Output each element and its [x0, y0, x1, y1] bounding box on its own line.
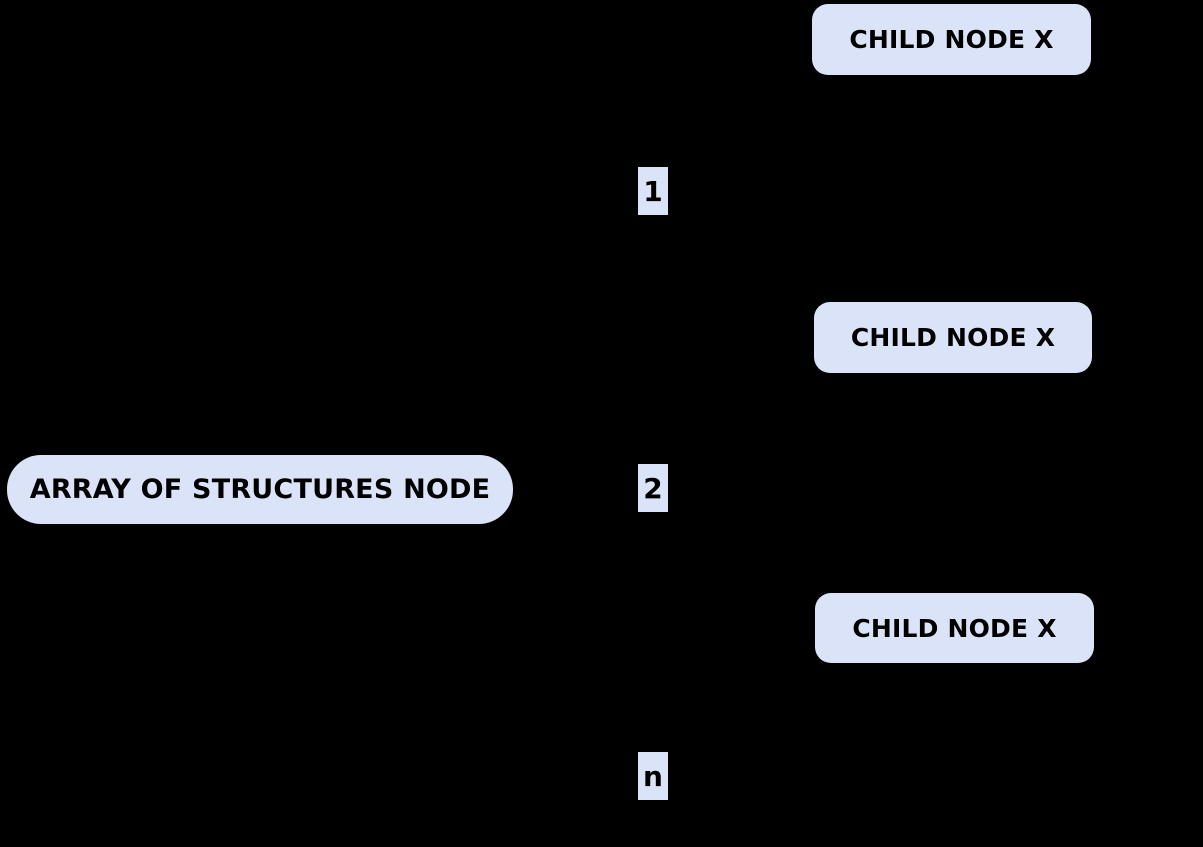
edge-parent-to-child-1: [513, 40, 813, 490]
edge-parent-to-child-3: [513, 488, 816, 777]
child-node-1[interactable]: CHILD NODE X: [812, 4, 1091, 75]
child-node-2-label: CHILD NODE X: [850, 323, 1056, 352]
edge-index-label-2-text: 2: [643, 471, 663, 505]
edge-index-label-1: 1: [638, 167, 668, 215]
edge-index-label-1-text: 1: [643, 174, 663, 208]
array-of-structures-node-label: ARRAY OF STRUCTURES NODE: [29, 474, 491, 505]
child-node-3[interactable]: CHILD NODE X: [815, 593, 1094, 663]
child-node-3-label: CHILD NODE X: [852, 613, 1057, 643]
array-of-structures-node[interactable]: ARRAY OF STRUCTURES NODE: [7, 455, 513, 524]
edge-index-label-2: 2: [638, 464, 668, 512]
edge-index-label-n: n: [638, 752, 668, 800]
edge-index-label-n-text: n: [643, 759, 663, 793]
child-node-1-label: CHILD NODE X: [849, 25, 1054, 54]
child-node-2[interactable]: CHILD NODE X: [814, 302, 1092, 373]
